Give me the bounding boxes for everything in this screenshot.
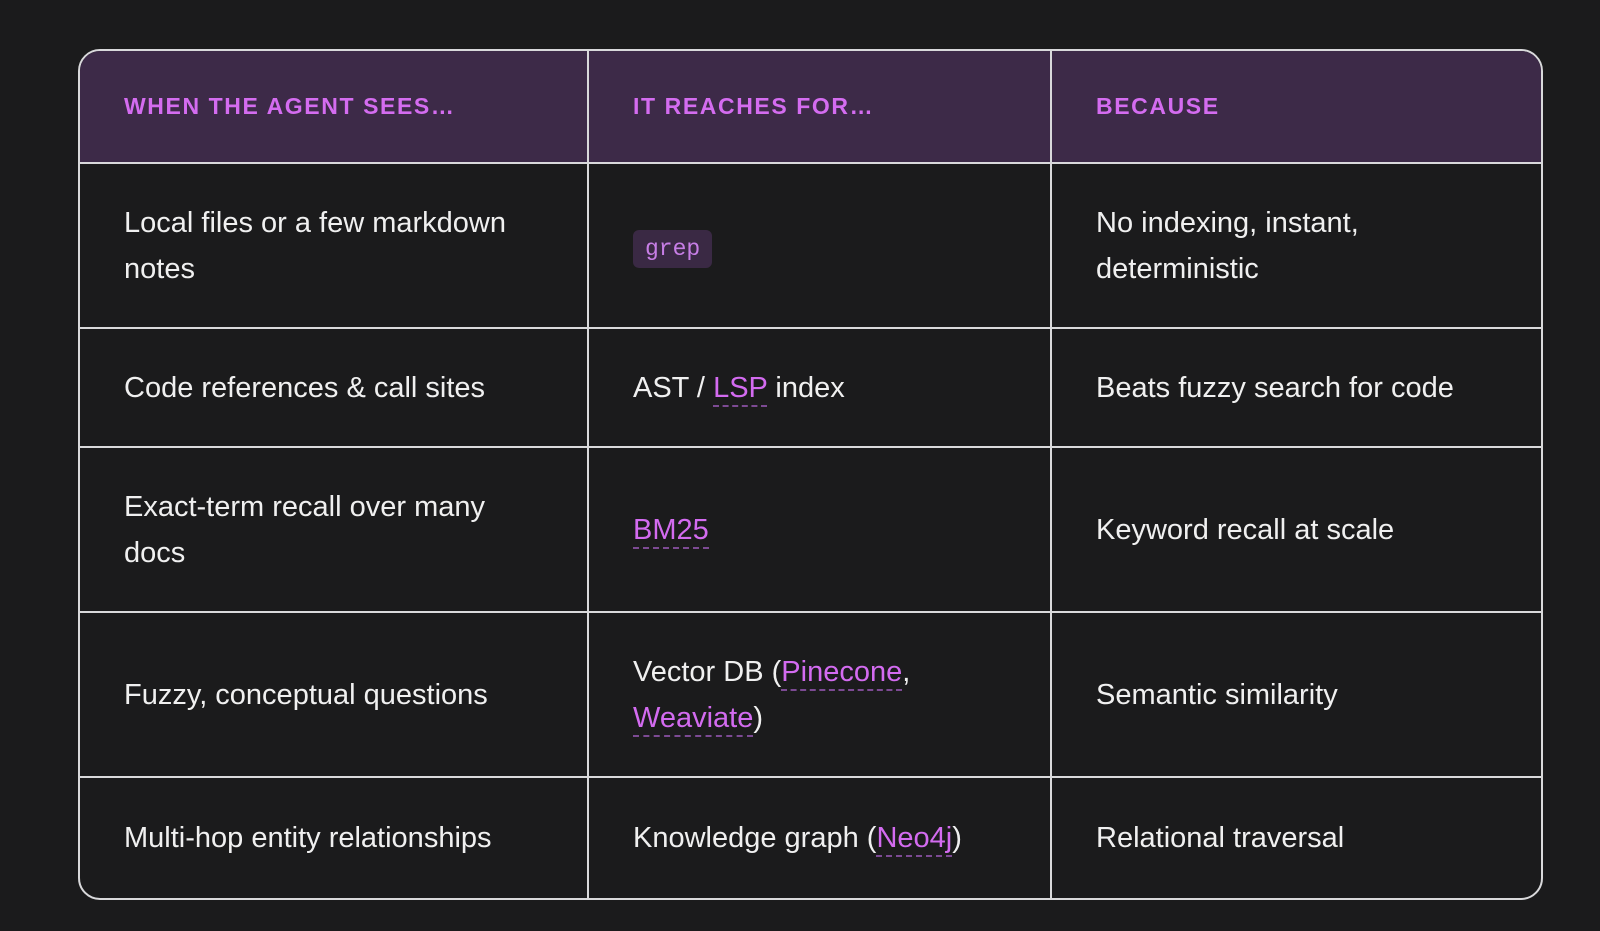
tool-link-pinecone[interactable]: Pinecone bbox=[781, 655, 903, 691]
cell-sees: Multi-hop entity relationships bbox=[80, 776, 589, 898]
tool-link-weaviate[interactable]: Weaviate bbox=[633, 701, 754, 737]
tool-link-lsp[interactable]: LSP bbox=[713, 371, 768, 407]
retrieval-table: WHEN THE AGENT SEES… IT REACHES FOR… BEC… bbox=[78, 49, 1543, 900]
cell-because: Semantic similarity bbox=[1050, 611, 1541, 778]
cell-because: Beats fuzzy search for code bbox=[1050, 327, 1541, 448]
table-row: Local files or a few markdown notes grep… bbox=[80, 162, 1541, 329]
cell-sees: Fuzzy, conceptual questions bbox=[80, 611, 589, 778]
tool-text: ) bbox=[753, 701, 764, 734]
cell-sees: Code references & call sites bbox=[80, 327, 589, 448]
column-header-because: BECAUSE bbox=[1050, 51, 1541, 164]
table: WHEN THE AGENT SEES… IT REACHES FOR… BEC… bbox=[80, 51, 1541, 898]
table-row: Fuzzy, conceptual questions Vector DB (P… bbox=[80, 611, 1541, 778]
cell-tool: BM25 bbox=[587, 446, 1052, 613]
cell-tool: Vector DB (Pinecone, Weaviate) bbox=[587, 611, 1052, 778]
tool-link-neo4j[interactable]: Neo4j bbox=[876, 822, 953, 857]
tool-text: , bbox=[902, 655, 911, 688]
column-header-reaches-for: IT REACHES FOR… bbox=[587, 51, 1052, 164]
cell-tool: AST / LSP index bbox=[587, 327, 1052, 448]
cell-tool: grep bbox=[587, 162, 1052, 329]
tool-text: index bbox=[767, 371, 845, 404]
cell-because: Relational traversal bbox=[1050, 776, 1541, 898]
cell-because: No indexing, instant, deterministic bbox=[1050, 162, 1541, 329]
table-row: Code references & call sites AST / LSP i… bbox=[80, 327, 1541, 448]
cell-tool: Knowledge graph (Neo4j) bbox=[587, 776, 1052, 898]
column-header-when-agent-sees: WHEN THE AGENT SEES… bbox=[80, 51, 589, 164]
code-snippet: grep bbox=[633, 229, 713, 268]
tool-text: Vector DB ( bbox=[633, 655, 782, 688]
tool-text: ) bbox=[952, 822, 962, 854]
table-row: Multi-hop entity relationships Knowledge… bbox=[80, 776, 1541, 898]
cell-sees: Exact-term recall over many docs bbox=[80, 446, 589, 613]
table-row: Exact-term recall over many docs BM25 Ke… bbox=[80, 446, 1541, 613]
tool-text: Knowledge graph ( bbox=[633, 822, 877, 854]
cell-because: Keyword recall at scale bbox=[1050, 446, 1541, 613]
tool-text: AST / bbox=[633, 371, 714, 404]
header-row: WHEN THE AGENT SEES… IT REACHES FOR… BEC… bbox=[80, 51, 1541, 164]
tool-link-bm25[interactable]: BM25 bbox=[633, 513, 709, 549]
cell-sees: Local files or a few markdown notes bbox=[80, 162, 589, 329]
